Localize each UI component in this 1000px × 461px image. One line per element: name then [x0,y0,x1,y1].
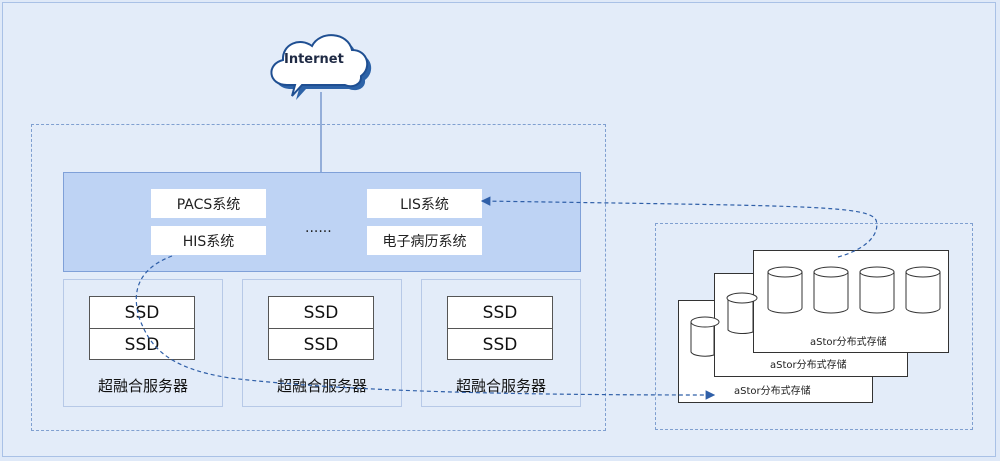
disk-cylinder-icon [813,266,849,314]
more-systems-ellipsis: ...... [305,220,332,236]
server-label: 超融合服务器 [455,377,546,395]
internet-label: Internet [284,52,344,67]
emr-system-label: 电子病历系统 [367,226,482,255]
ssd-drive: SSD [303,334,339,355]
cluster-container [31,124,606,431]
his-to-storage-flow [135,255,716,400]
hci-server-2: SSD SSD 超融合服务器 [242,279,402,407]
storage-label-back: aStor分布式存储 [734,386,811,397]
server-label: 超融合服务器 [276,377,367,395]
ssd-drive: SSD [90,297,194,329]
disk-cylinder-icon [767,266,803,314]
storage-label-front: aStor分布式存储 [810,337,887,348]
ssd-stack: SSD SSD [447,296,553,360]
server-label: 超融合服务器 [97,377,188,395]
disk-cylinder-icon [690,316,720,357]
ssd-drive: SSD [124,334,160,355]
ssd-drive: SSD [269,297,373,329]
ssd-drive: SSD [482,334,518,355]
ssd-stack: SSD SSD [89,296,195,360]
disk-cylinder-icon [905,266,941,314]
ssd-drive: SSD [448,297,552,329]
storage-label-middle: aStor分布式存储 [770,360,847,371]
lis-system-label: LIS系统 [367,189,482,218]
cloud-icon [270,34,372,100]
storage-to-lis-flow [480,196,878,258]
ssd-stack: SSD SSD [268,296,374,360]
hci-server-3: SSD SSD 超融合服务器 [421,279,581,407]
systems-panel [63,172,581,272]
pacs-system-label: PACS系统 [151,189,266,218]
disk-cylinder-icon [859,266,895,314]
his-system-label: HIS系统 [151,226,266,255]
disk-cylinder-icon [726,292,758,334]
hci-server-1: SSD SSD 超融合服务器 [63,279,223,407]
storage-container [655,223,973,430]
